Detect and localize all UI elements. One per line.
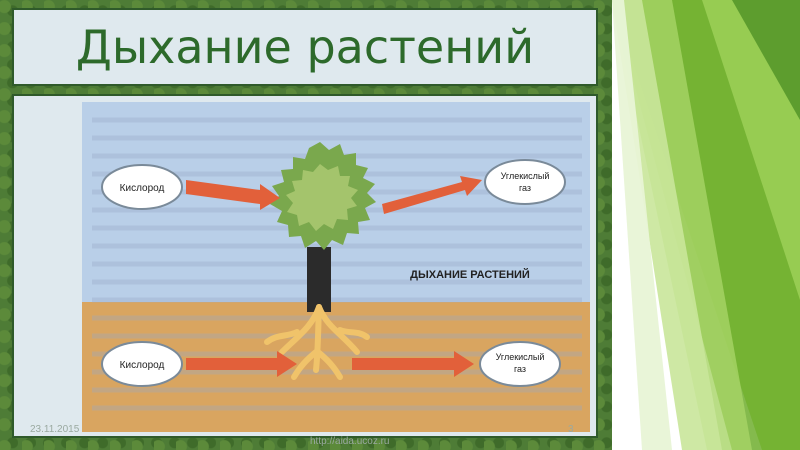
co2-top-label-line2: газ [519,183,531,193]
title-panel: Дыхание растений [12,8,598,86]
oxygen-bottom-label: Кислород [120,360,165,371]
slide-page-number: 3 [568,424,574,435]
tree-trunk [307,247,331,312]
content-panel: Кислород Углекислый газ ДЫХАНИЕ РАСТЕНИЙ… [12,94,598,438]
oxygen-top-label: Кислород [120,183,165,194]
slide-url: http://aida.ucoz.ru [310,436,390,447]
co2-top-oval [485,160,565,204]
slide-title: Дыхание растений [14,20,596,74]
plant-respiration-diagram: Кислород Углекислый газ ДЫХАНИЕ РАСТЕНИЙ… [82,102,590,432]
co2-bottom-label-line2: газ [514,364,526,374]
co2-bottom-label-line1: Углекислый [496,352,545,362]
co2-top-label-line1: Углекислый [501,171,550,181]
diagram-heading: ДЫХАНИЕ РАСТЕНИЙ [410,268,530,281]
decorative-green-shapes [612,0,800,450]
diagram-svg: Кислород Углекислый газ ДЫХАНИЕ РАСТЕНИЙ… [82,102,590,432]
slide-date: 23.11.2015 [30,424,79,435]
